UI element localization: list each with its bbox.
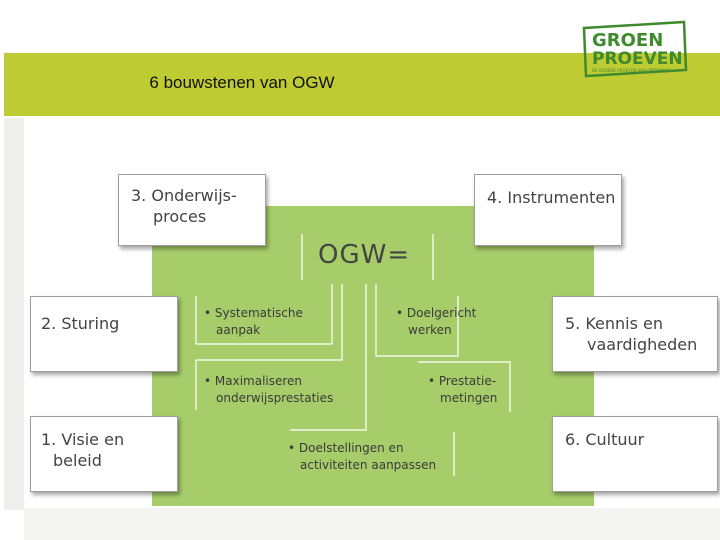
ogw-center-panel bbox=[152, 206, 594, 506]
connector-doelstellingen-left bbox=[290, 284, 367, 431]
connector-prestatie bbox=[418, 361, 511, 412]
bullet-doelstellingen-en-activiteiten: • Doelstellingen en activiteiten aanpass… bbox=[288, 440, 436, 474]
groen-proeven-logo: GROEN PROEVEN DE GROENE PROEVEN VAN ONDE… bbox=[582, 20, 688, 78]
logo-line2: PROEVEN bbox=[592, 49, 683, 69]
block-line2: vaardigheden bbox=[587, 335, 698, 354]
block-line1: 3. Onderwijs- bbox=[131, 186, 237, 205]
bullet-line2: metingen bbox=[440, 391, 498, 405]
block-kennis-en-vaardigheden: 5. Kennis en vaardigheden bbox=[552, 296, 718, 372]
bullet-line1: • Doelgericht bbox=[396, 306, 477, 320]
logo-tagline: DE GROENE PROEVEN VAN ONDERWIJS bbox=[592, 68, 671, 73]
bullet-doelgericht-werken: • Doelgericht werken bbox=[396, 305, 476, 339]
connector-systematisch bbox=[195, 284, 333, 345]
block-cultuur: 6. Cultuur bbox=[552, 416, 718, 492]
bullet-line1: • Prestatie- bbox=[428, 374, 497, 388]
bullet-line1: • Maximaliseren bbox=[204, 374, 303, 388]
ogw-title: OGW= bbox=[318, 240, 411, 270]
bullet-line1: • Systematische bbox=[204, 306, 303, 320]
bullet-line2: aanpak bbox=[216, 323, 261, 337]
block-line1: 6. Cultuur bbox=[565, 430, 645, 449]
block-line1: 2. Sturing bbox=[41, 314, 120, 333]
block-onderwijsproces: 3. Onderwijs- proces bbox=[118, 174, 266, 246]
block-line2: beleid bbox=[53, 451, 102, 470]
block-line1: 1. Visie en bbox=[41, 430, 125, 449]
block-line2: proces bbox=[153, 207, 207, 226]
bullet-line2: activiteiten aanpassen bbox=[300, 458, 437, 472]
slide-title: 6 bouwstenen van OGW bbox=[149, 73, 335, 92]
block-line1: 5. Kennis en bbox=[565, 314, 664, 333]
header-band bbox=[4, 53, 720, 116]
bullet-line2: onderwijsprestaties bbox=[216, 391, 334, 405]
block-visie-en-beleid: 1. Visie en beleid bbox=[30, 416, 178, 492]
left-decor-strip bbox=[4, 118, 24, 510]
connector-maximaliseren bbox=[195, 284, 343, 410]
bullet-maximaliseren-onderwijsprestaties: • Maximaliseren onderwijsprestaties bbox=[204, 373, 333, 407]
block-sturing: 2. Sturing bbox=[30, 296, 178, 372]
bullet-systematische-aanpak: • Systematische aanpak bbox=[204, 305, 303, 339]
bullet-line1: • Doelstellingen en bbox=[288, 441, 404, 455]
bottom-decor-strip bbox=[24, 508, 720, 540]
block-line1: 4. Instrumenten bbox=[487, 188, 616, 207]
bullet-line2: werken bbox=[408, 323, 452, 337]
block-instrumenten: 4. Instrumenten bbox=[474, 174, 622, 246]
logo-line1: GROEN bbox=[592, 30, 663, 51]
connector-doelgericht bbox=[375, 284, 459, 357]
bullet-prestatiemetingen: • Prestatie- metingen bbox=[428, 373, 497, 407]
